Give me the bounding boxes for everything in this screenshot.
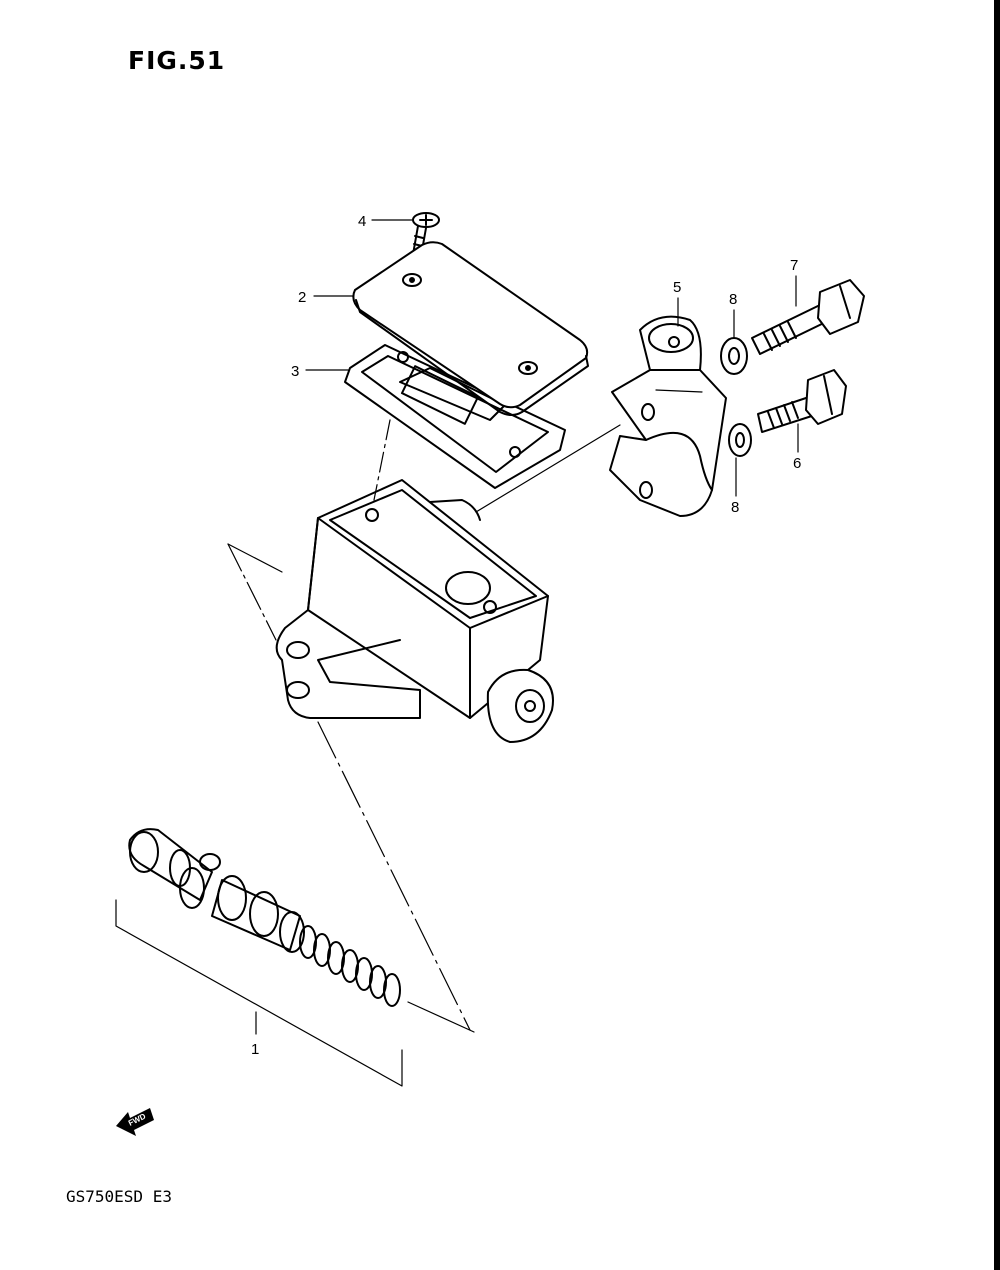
part-reservoir-cap [352, 241, 589, 416]
part-piston-kit [128, 828, 401, 1007]
part-long-bolt [751, 279, 865, 355]
callout-8-lower: 8 [731, 499, 739, 516]
callout-5: 5 [673, 279, 681, 296]
forward-arrow-icon: FWD [116, 1108, 154, 1136]
assembly-guide-lines [227, 389, 703, 1033]
scan-border [994, 0, 1000, 1270]
callout-3: 3 [291, 363, 299, 380]
callout-7: 7 [790, 257, 798, 274]
callout-6: 6 [793, 455, 801, 472]
part-master-cylinder-body [275, 479, 554, 743]
figure-title: FIG.51 [128, 46, 226, 75]
part-washer-lower [728, 423, 752, 457]
callout-8-upper: 8 [729, 291, 737, 308]
part-short-bolt [757, 369, 847, 433]
callout-leaders [305, 219, 799, 497]
callout-4: 4 [358, 213, 366, 230]
part-clamp [609, 315, 727, 517]
part-1-bracket [115, 899, 403, 1087]
part-washer-upper [720, 337, 748, 375]
model-code: GS750ESD E3 [66, 1187, 172, 1206]
callout-1: 1 [251, 1041, 259, 1058]
callout-2: 2 [298, 289, 306, 306]
